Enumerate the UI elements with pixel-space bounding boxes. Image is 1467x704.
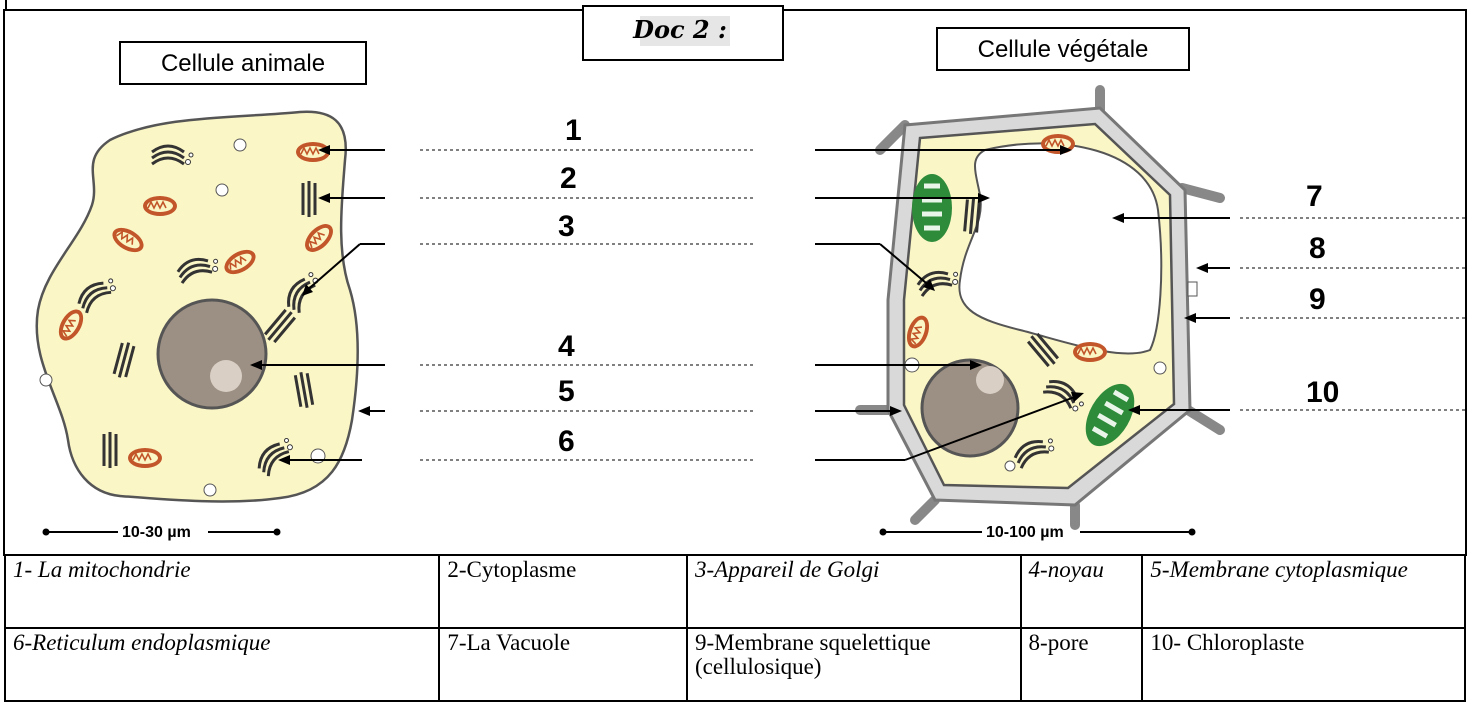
plant-nucleus: [922, 360, 1018, 456]
legend-cell-vacuole: 7-La Vacuole: [439, 628, 687, 701]
legend-cell-membrane-squelettique: 9-Membrane squelettique (cellulosique): [687, 628, 1021, 701]
legend-cell-chloroplaste: 10- Chloroplaste: [1142, 628, 1465, 701]
animal-title-box: Cellule animale: [120, 42, 366, 84]
label-lines-plant: [1240, 218, 1467, 410]
label-number-4: 4: [558, 330, 575, 363]
plant-scale: 10-100 µm: [986, 524, 1064, 541]
legend-table: 1- La mitochondrie 2-Cytoplasme 3-Appare…: [4, 554, 1466, 702]
label-number-10: 10: [1306, 376, 1339, 409]
legend-cell-golgi: 3-Appareil de Golgi: [687, 555, 1021, 628]
plant-title-box: Cellule végétale: [937, 28, 1189, 70]
plant-cell: 10-100 µm: [815, 90, 1230, 541]
animal-scale: 10-30 µm: [122, 524, 191, 541]
label-number-2: 2: [560, 162, 577, 195]
legend-cell-noyau: 4-noyau: [1021, 555, 1143, 628]
animal-nucleus: [158, 300, 266, 408]
label-lines-animal: [420, 150, 756, 460]
legend-cell-mitochondrie: 1- La mitochondrie: [5, 555, 439, 628]
legend-cell-pore: 8-pore: [1021, 628, 1143, 701]
legend-cell-reticulum: 6-Reticulum endoplasmique: [5, 628, 439, 701]
legend-row: 6-Reticulum endoplasmique 7-La Vacuole 9…: [5, 628, 1465, 701]
legend-cell-membrane-cytoplasmique: 5-Membrane cytoplasmique: [1142, 555, 1465, 628]
cell-diagram: Cellule animale Doc 2 : Cellule végétale: [0, 0, 1467, 556]
animal-title: Cellule animale: [161, 50, 325, 77]
doc-title: Doc 2 :: [632, 15, 727, 44]
plant-title: Cellule végétale: [978, 36, 1149, 63]
animal-nucleolus: [210, 360, 242, 392]
legend-cell-cytoplasme: 2-Cytoplasme: [439, 555, 687, 628]
label-number-3: 3: [558, 210, 575, 243]
label-number-8: 8: [1309, 232, 1326, 265]
doc-title-box: Doc 2 :: [583, 6, 783, 60]
label-number-6: 6: [558, 425, 575, 458]
label-number-1: 1: [565, 114, 582, 147]
label-number-5: 5: [558, 375, 575, 408]
label-number-9: 9: [1309, 283, 1326, 316]
animal-cell: 10-30 µm: [37, 112, 385, 541]
legend-row: 1- La mitochondrie 2-Cytoplasme 3-Appare…: [5, 555, 1465, 628]
label-number-7: 7: [1306, 180, 1323, 213]
